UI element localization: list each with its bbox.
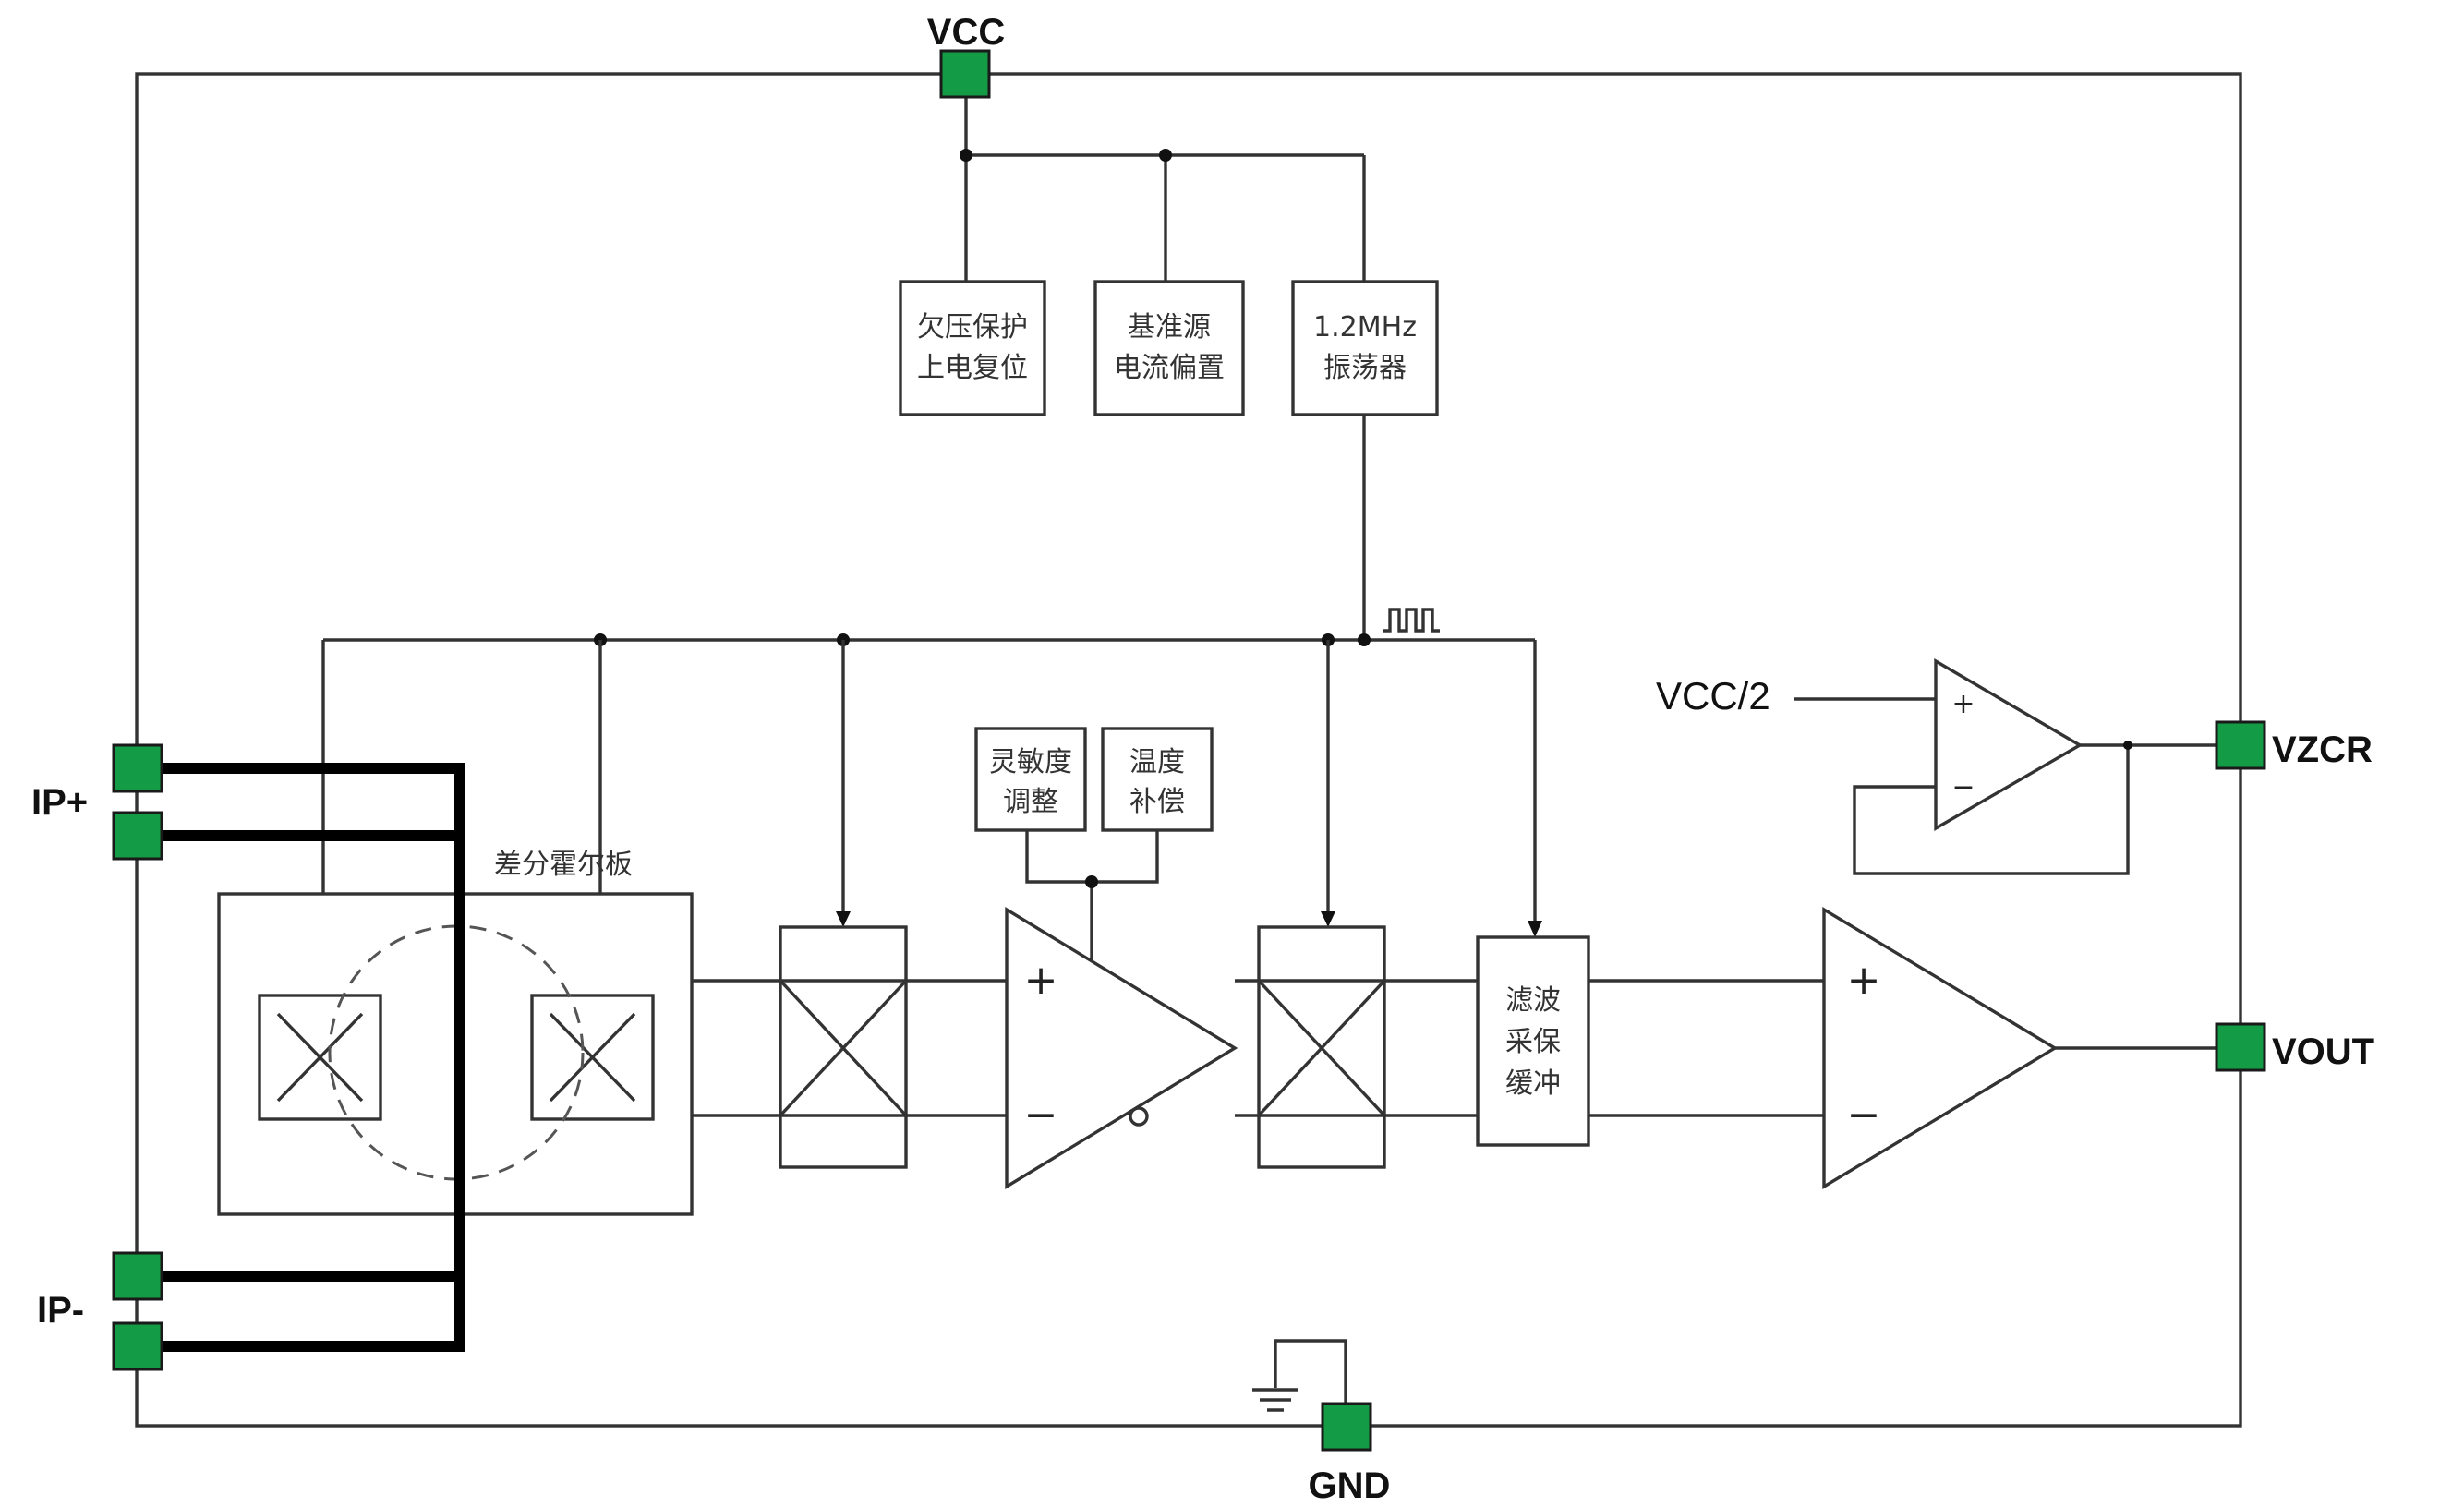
oscillator-line-2: 振荡器 (1323, 352, 1407, 384)
uvlo-line-1: 欠压保护 (917, 311, 1028, 344)
temp-comp-line-2: 补偿 (1129, 786, 1185, 818)
temp-comp-line-1: 温度 (1129, 746, 1185, 778)
vzcr-pin-label: VZCR (2272, 729, 2373, 770)
chopper-switch-1 (779, 925, 908, 1169)
oscillator-line-1: 1.2MHz (1313, 311, 1417, 344)
trim-wiring (1025, 830, 1159, 963)
uvlo-line-2: 上电复位 (917, 352, 1028, 384)
output-amplifier: + − (1822, 906, 2241, 1190)
vout-pin (2215, 1022, 2266, 1072)
hall-plate-label: 差分霍尔板 (494, 849, 633, 881)
vzcr-buffer-minus-sign: − (1951, 771, 1975, 803)
vzcr-pin (2215, 720, 2266, 770)
ip-plus-pin-1 (112, 743, 163, 793)
chopper-switch-2 (1257, 925, 1386, 1169)
preamp-plus-sign: + (1024, 957, 1058, 1004)
vcc-distribution (960, 74, 1366, 282)
sensitivity-line-1: 灵敏度 (989, 746, 1072, 778)
outamp-plus-sign: + (1847, 957, 1881, 1004)
filter-line-3: 缓冲 (1505, 1067, 1561, 1100)
outamp-minus-sign: − (1847, 1091, 1881, 1139)
bias-line-1: 基准源 (1128, 311, 1211, 344)
filter-line-2: 采保 (1505, 1026, 1561, 1058)
primary-conductor (137, 763, 465, 1352)
ground-symbol-icon (1252, 1339, 1347, 1426)
pre-amplifier: + − (1005, 906, 1238, 1190)
gnd-pin-label: GND (1309, 1465, 1391, 1506)
bias-line-2: 电流偏置 (1114, 352, 1225, 384)
bias-block: 基准源 电流偏置 (1093, 280, 1245, 416)
uvlo-reset-block: 欠压保护 上电复位 (899, 280, 1046, 416)
clock-bus (316, 415, 1542, 995)
oscillator-block: 1.2MHz 振荡器 (1291, 280, 1439, 416)
filter-block: 滤波 采保 缓冲 (1476, 935, 1590, 1147)
ip-plus-label: IP+ (31, 782, 88, 823)
ip-minus-pin-2 (112, 1321, 163, 1371)
filter-line-1: 滤波 (1505, 984, 1561, 1017)
vout-pin-label: VOUT (2272, 1031, 2374, 1072)
sensitivity-line-2: 调整 (1003, 786, 1058, 818)
vzcr-buffer: VCC/2 + − (1656, 658, 2241, 875)
pins (112, 49, 2266, 1452)
vcc-pin-label: VCC (927, 12, 1005, 53)
gnd-pin (1321, 1402, 1372, 1452)
clock-waveform-icon (1383, 608, 1440, 633)
preamp-minus-sign: − (1024, 1091, 1058, 1139)
temp-comp-block: 温度 补偿 (1101, 727, 1214, 832)
vcc-pin (939, 49, 991, 99)
sensitivity-trim-block: 灵敏度 调整 (974, 727, 1087, 832)
vcc-half-label: VCC/2 (1656, 674, 1770, 717)
ip-minus-label: IP- (37, 1290, 84, 1331)
vzcr-buffer-plus-sign: + (1951, 688, 1975, 720)
ip-minus-pin-1 (112, 1251, 163, 1301)
ip-plus-pin-2 (112, 811, 163, 861)
